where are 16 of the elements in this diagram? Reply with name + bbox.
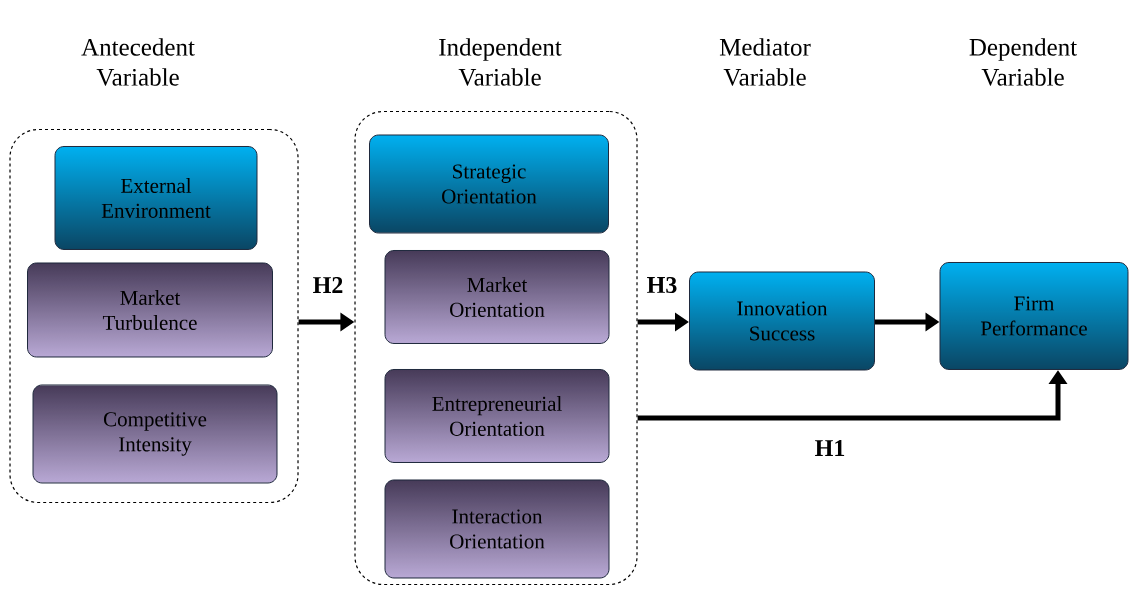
variable-box: Strategic Orientation <box>369 134 609 234</box>
column-heading: Dependent Variable <box>969 38 1077 86</box>
edge-label: H1 <box>815 440 845 456</box>
variable-box: External Environment <box>54 146 258 250</box>
variable-box: Firm Performance <box>939 262 1129 370</box>
variable-box: Interaction Orientation <box>384 479 610 579</box>
column-heading: Antecedent Variable <box>81 38 195 86</box>
column-heading: Mediator Variable <box>719 38 811 86</box>
variable-box: Innovation Success <box>689 271 875 371</box>
column-heading: Independent Variable <box>439 38 562 86</box>
edge-label: H3 <box>647 276 677 294</box>
variable-box: Competitive Intensity <box>32 384 278 484</box>
variable-box: Market Orientation <box>384 250 610 344</box>
variable-box: Market Turbulence <box>27 262 273 358</box>
variable-box: Entrepreneurial Orientation <box>384 369 610 463</box>
edge-label: H2 <box>313 277 343 293</box>
